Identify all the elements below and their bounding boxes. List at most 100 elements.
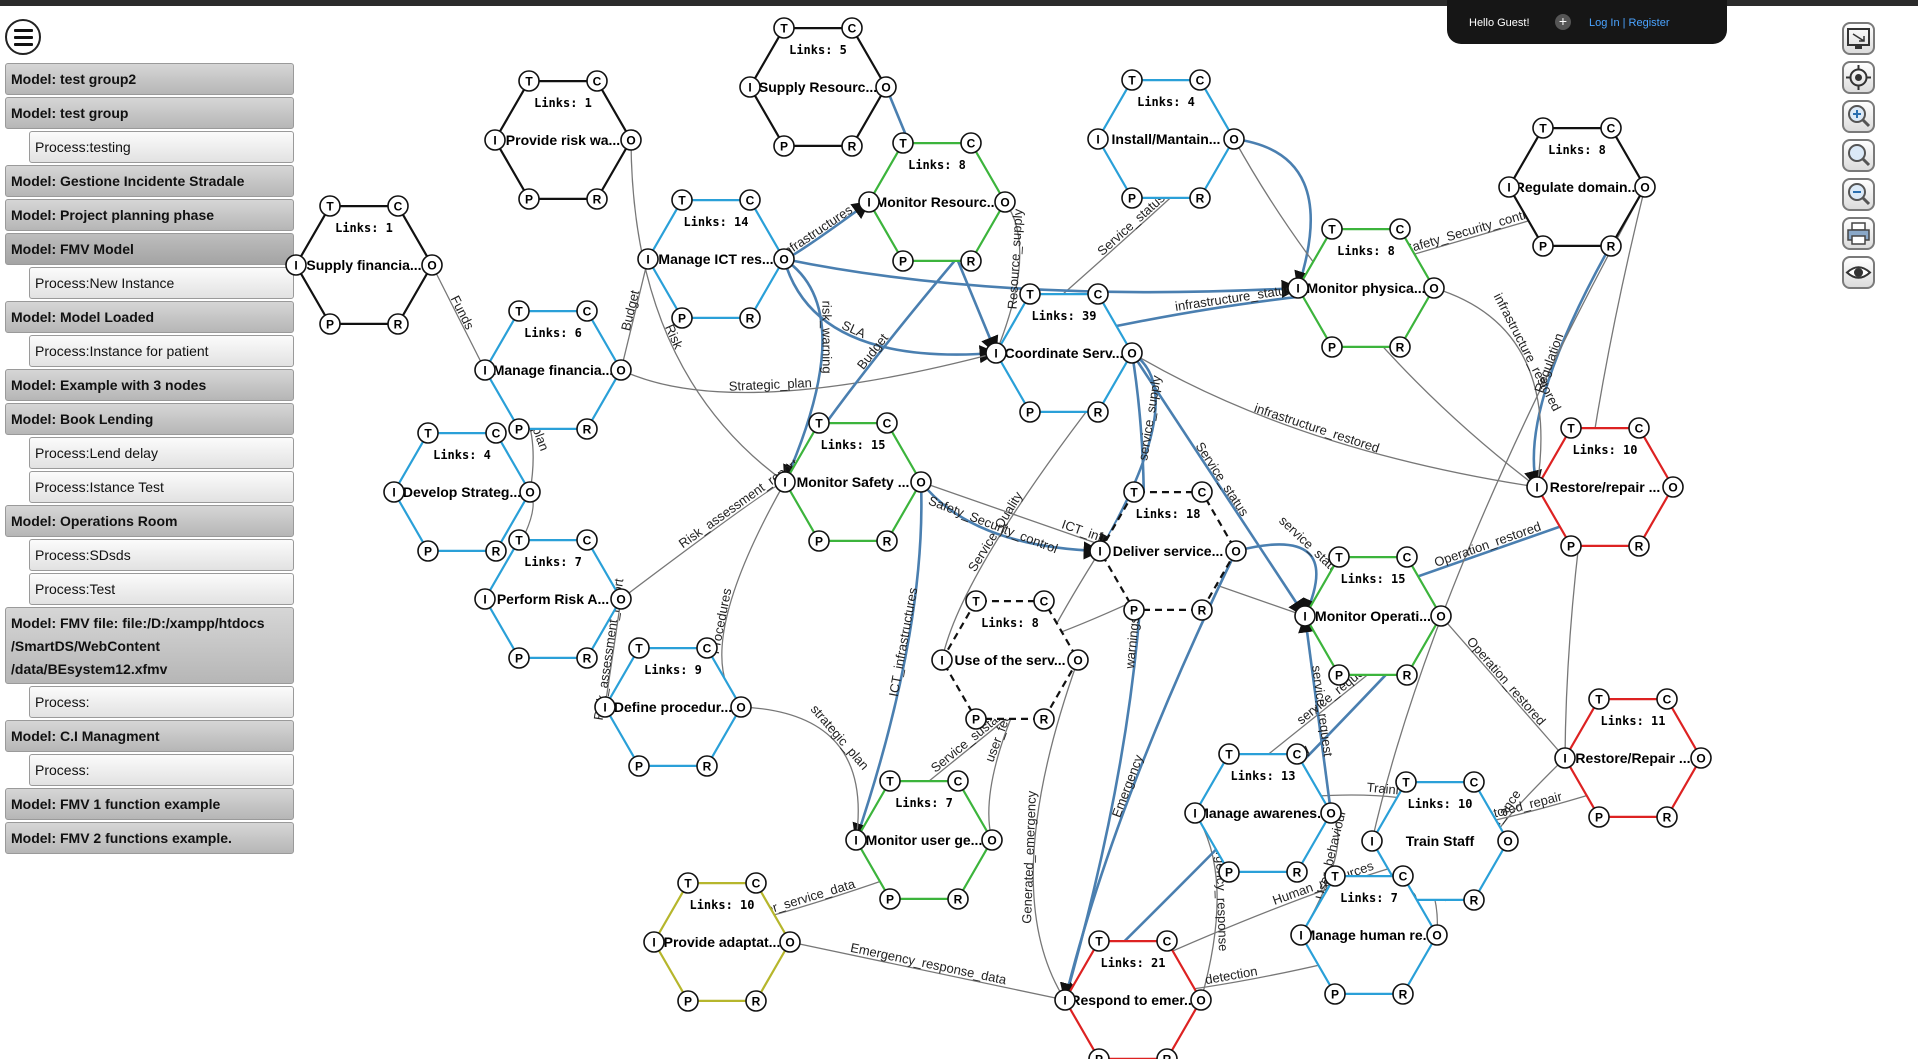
aspect-port[interactable] [841,135,863,157]
sidebar-model-item[interactable]: Model: Operations Room [5,505,294,537]
aspect-port[interactable] [1087,128,1109,150]
aspect-port[interactable] [1054,989,1076,1011]
zoom-reset-button[interactable] [1842,139,1875,172]
coupling-edge[interactable] [1235,543,1320,618]
aspect-port[interactable] [1628,417,1650,439]
aspect-port[interactable] [610,359,632,381]
coupling-edge[interactable] [1298,614,1333,814]
aspect-port[interactable] [1286,743,1308,765]
aspect-port[interactable] [628,755,650,777]
aspect-port[interactable] [1554,747,1576,769]
aspect-port[interactable] [1087,283,1109,305]
fullscreen-button[interactable] [1842,22,1875,55]
aspect-port[interactable] [965,708,987,730]
aspect-port[interactable] [677,990,699,1012]
sidebar-model-item[interactable]: Model: Model Loaded [5,301,294,333]
aspect-port[interactable] [474,359,496,381]
aspect-port[interactable] [981,829,1003,851]
aspect-port[interactable] [1600,235,1622,257]
sidebar-model-item[interactable]: Model: FMV Model [5,233,294,265]
aspect-port[interactable] [1497,830,1519,852]
aspect-port[interactable] [960,132,982,154]
aspect-port[interactable] [1392,983,1414,1005]
aspect-port[interactable] [1019,283,1041,305]
aspect-port[interactable] [879,888,901,910]
aspect-port[interactable] [387,195,409,217]
aspect-port[interactable] [643,931,665,953]
aspect-port[interactable] [1121,187,1143,209]
aspect-port[interactable] [576,418,598,440]
aspect-port[interactable] [519,481,541,503]
aspect-port[interactable] [1218,743,1240,765]
coupling-edge[interactable] [1131,352,1538,491]
aspect-port[interactable] [417,540,439,562]
aspect-port[interactable] [1662,476,1684,498]
aspect-port[interactable] [677,872,699,894]
aspect-port[interactable] [1189,187,1211,209]
aspect-port[interactable] [1184,802,1206,824]
aspect-port[interactable] [1396,664,1418,686]
coupling-edge[interactable] [1060,550,1238,1002]
aspect-port[interactable] [1628,535,1650,557]
locate-button[interactable] [1842,61,1875,94]
aspect-port[interactable] [779,931,801,953]
sidebar-model-item[interactable]: Model: Example with 3 nodes [5,369,294,401]
aspect-port[interactable] [1223,128,1245,150]
aspect-port[interactable] [1324,983,1346,1005]
coupling-edge[interactable] [620,350,997,394]
aspect-port[interactable] [1033,708,1055,730]
aspect-port[interactable] [1389,218,1411,240]
aspect-port[interactable] [1033,590,1055,612]
coupling-edge[interactable] [1233,137,1312,290]
aspect-port[interactable] [947,888,969,910]
aspect-port[interactable] [1526,476,1548,498]
sidebar-process-item[interactable]: Process:testing [29,131,294,163]
aspect-port[interactable] [1088,930,1110,952]
aspect-port[interactable] [1328,546,1350,568]
aspect-port[interactable] [960,250,982,272]
aspect-port[interactable] [1290,924,1312,946]
aspect-port[interactable] [730,696,752,718]
aspect-port[interactable] [696,755,718,777]
aspect-port[interactable] [739,76,761,98]
aspect-port[interactable] [485,422,507,444]
aspect-port[interactable] [1191,481,1213,503]
aspect-port[interactable] [739,189,761,211]
aspect-port[interactable] [421,254,443,276]
sidebar-process-item[interactable]: Process:Test [29,573,294,605]
aspect-port[interactable] [773,17,795,39]
aspect-port[interactable] [1600,117,1622,139]
aspect-port[interactable] [1328,664,1350,686]
aspect-port[interactable] [1656,688,1678,710]
login-register-link[interactable]: Log In | Register [1589,17,1670,29]
sidebar-model-item[interactable]: Model: Book Lending [5,403,294,435]
sidebar-process-item[interactable]: Process:Istance Test [29,471,294,503]
aspect-port[interactable] [808,412,830,434]
aspect-port[interactable] [1389,336,1411,358]
coupling-edge[interactable] [789,941,1066,1003]
aspect-port[interactable] [1532,235,1554,257]
aspect-port[interactable] [594,696,616,718]
aspect-port[interactable] [1121,342,1143,364]
aspect-port[interactable] [1067,649,1089,671]
aspect-port[interactable] [745,990,767,1012]
aspect-port[interactable] [1218,861,1240,883]
aspect-port[interactable] [1156,1048,1178,1059]
aspect-port[interactable] [1395,771,1417,793]
sidebar-model-item[interactable]: Model: C.I Managment [5,720,294,752]
coupling-edge[interactable] [919,481,1102,560]
aspect-port[interactable] [841,17,863,39]
aspect-port[interactable] [1019,401,1041,423]
aspect-port[interactable] [1191,599,1213,621]
aspect-port[interactable] [586,188,608,210]
